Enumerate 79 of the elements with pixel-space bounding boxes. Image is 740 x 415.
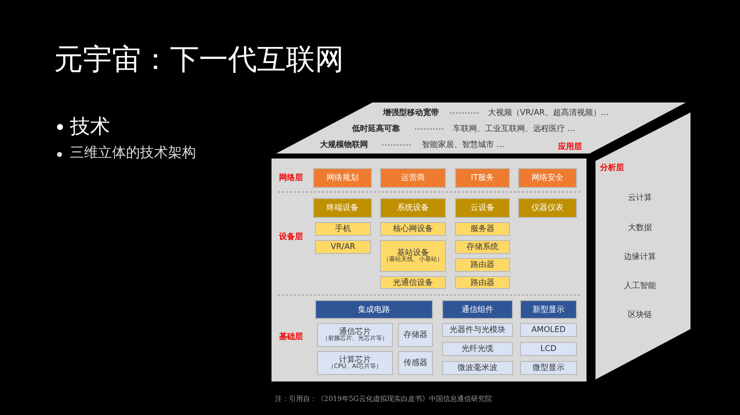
tile-text: 系统设备 xyxy=(397,203,429,213)
item-tile xyxy=(520,342,577,356)
tile-text: 手机 xyxy=(335,224,351,234)
row-text: 车联网、工业互联网、远程医疗 ... xyxy=(453,125,576,133)
tile-text: LCD xyxy=(540,344,557,354)
tile-text: 服务器 xyxy=(470,224,494,234)
item-tile xyxy=(317,323,393,347)
side-item: 云计算 xyxy=(628,194,652,202)
item-tile xyxy=(442,361,513,375)
tile-text: 集成电路 xyxy=(358,304,390,314)
network-tile xyxy=(313,168,372,188)
item-tile xyxy=(380,222,446,236)
layer-label: 分析层 xyxy=(600,164,624,172)
tile-text: 通信芯片 xyxy=(339,326,371,336)
tile-text: 微波毫米波 xyxy=(458,363,498,373)
network-tile xyxy=(518,168,577,188)
item-tile xyxy=(380,276,446,289)
tile-text: 存储器 xyxy=(404,330,428,340)
item-tile xyxy=(398,323,433,347)
side-item: 人工智能 xyxy=(624,282,656,290)
row-heading: 低时延高可靠 xyxy=(352,125,400,133)
category-tile xyxy=(455,198,510,218)
category-tile xyxy=(380,198,446,218)
layer-label: 应用层 xyxy=(558,143,582,151)
row-text: 大视频（VR/AR、超高清视频）... xyxy=(488,109,608,117)
category-tile xyxy=(442,300,513,319)
item-tile xyxy=(442,342,513,356)
item-tile xyxy=(442,323,513,337)
tile-text: AMOLED xyxy=(531,325,566,335)
item-tile xyxy=(315,240,371,254)
tile-text: 通信组件 xyxy=(462,304,494,314)
tile-text: 终端设备 xyxy=(326,203,358,213)
item-tile xyxy=(455,276,510,289)
layer-label: 基础层 xyxy=(279,333,303,341)
tile-text: 存储系统 xyxy=(466,242,498,252)
category-tile xyxy=(520,300,577,319)
tile-text: 路由器 xyxy=(470,260,494,270)
layer-label: 设备层 xyxy=(279,233,303,241)
network-tile xyxy=(455,168,510,188)
tile-text: 基站设备 xyxy=(397,248,429,257)
tile-text: 新型显示 xyxy=(532,304,564,314)
item-tile xyxy=(455,240,510,254)
title: 元宇宙：下一代互联网 xyxy=(54,41,344,78)
tile-text: 云设备 xyxy=(470,203,494,213)
tile-text: 计算芯片 xyxy=(339,354,371,364)
category-tile xyxy=(518,198,577,218)
tile-text: 核心网设备 xyxy=(393,224,433,234)
item-tile xyxy=(455,258,510,272)
bullet-text: 技术 xyxy=(70,116,110,136)
layer-label: 网络层 xyxy=(279,174,303,182)
tile-text: 传感器 xyxy=(404,358,428,368)
network-tile xyxy=(380,168,446,188)
tile-text: VR/AR xyxy=(330,242,356,252)
tile-text: 仪器仪表 xyxy=(532,203,564,213)
tile-text: 光器件与光模块 xyxy=(450,325,506,335)
row-heading: 增强型移动宽带 xyxy=(383,109,439,117)
row-text: 智能家居、智慧城市 ... xyxy=(422,141,504,149)
category-tile xyxy=(313,198,372,218)
item-tile xyxy=(315,222,371,236)
side-item: 大数据 xyxy=(628,224,652,232)
category-tile xyxy=(315,300,433,319)
side-item: 边缘计算 xyxy=(624,253,656,261)
tile-text: 网络规划 xyxy=(326,173,358,183)
tile-text: 光纤光缆 xyxy=(462,344,494,354)
tile-text: 路由器 xyxy=(470,278,494,288)
tile-text: IT服务 xyxy=(470,173,494,183)
side-item: 区块链 xyxy=(628,311,652,319)
item-tile xyxy=(520,323,577,337)
bullet-text: 三维立体的技术架构 xyxy=(70,146,196,160)
item-tile xyxy=(380,240,446,272)
item-tile xyxy=(455,222,510,236)
tile-text: 网络安全 xyxy=(532,173,564,183)
tile-text: 光通信设备 xyxy=(393,278,433,288)
item-tile xyxy=(398,351,433,375)
item-tile xyxy=(520,361,577,375)
tile-text: 运营商 xyxy=(401,173,425,183)
tile-text: 微型显示 xyxy=(532,363,564,373)
item-tile xyxy=(317,351,393,375)
row-heading: 大规模物联网 xyxy=(320,141,368,149)
